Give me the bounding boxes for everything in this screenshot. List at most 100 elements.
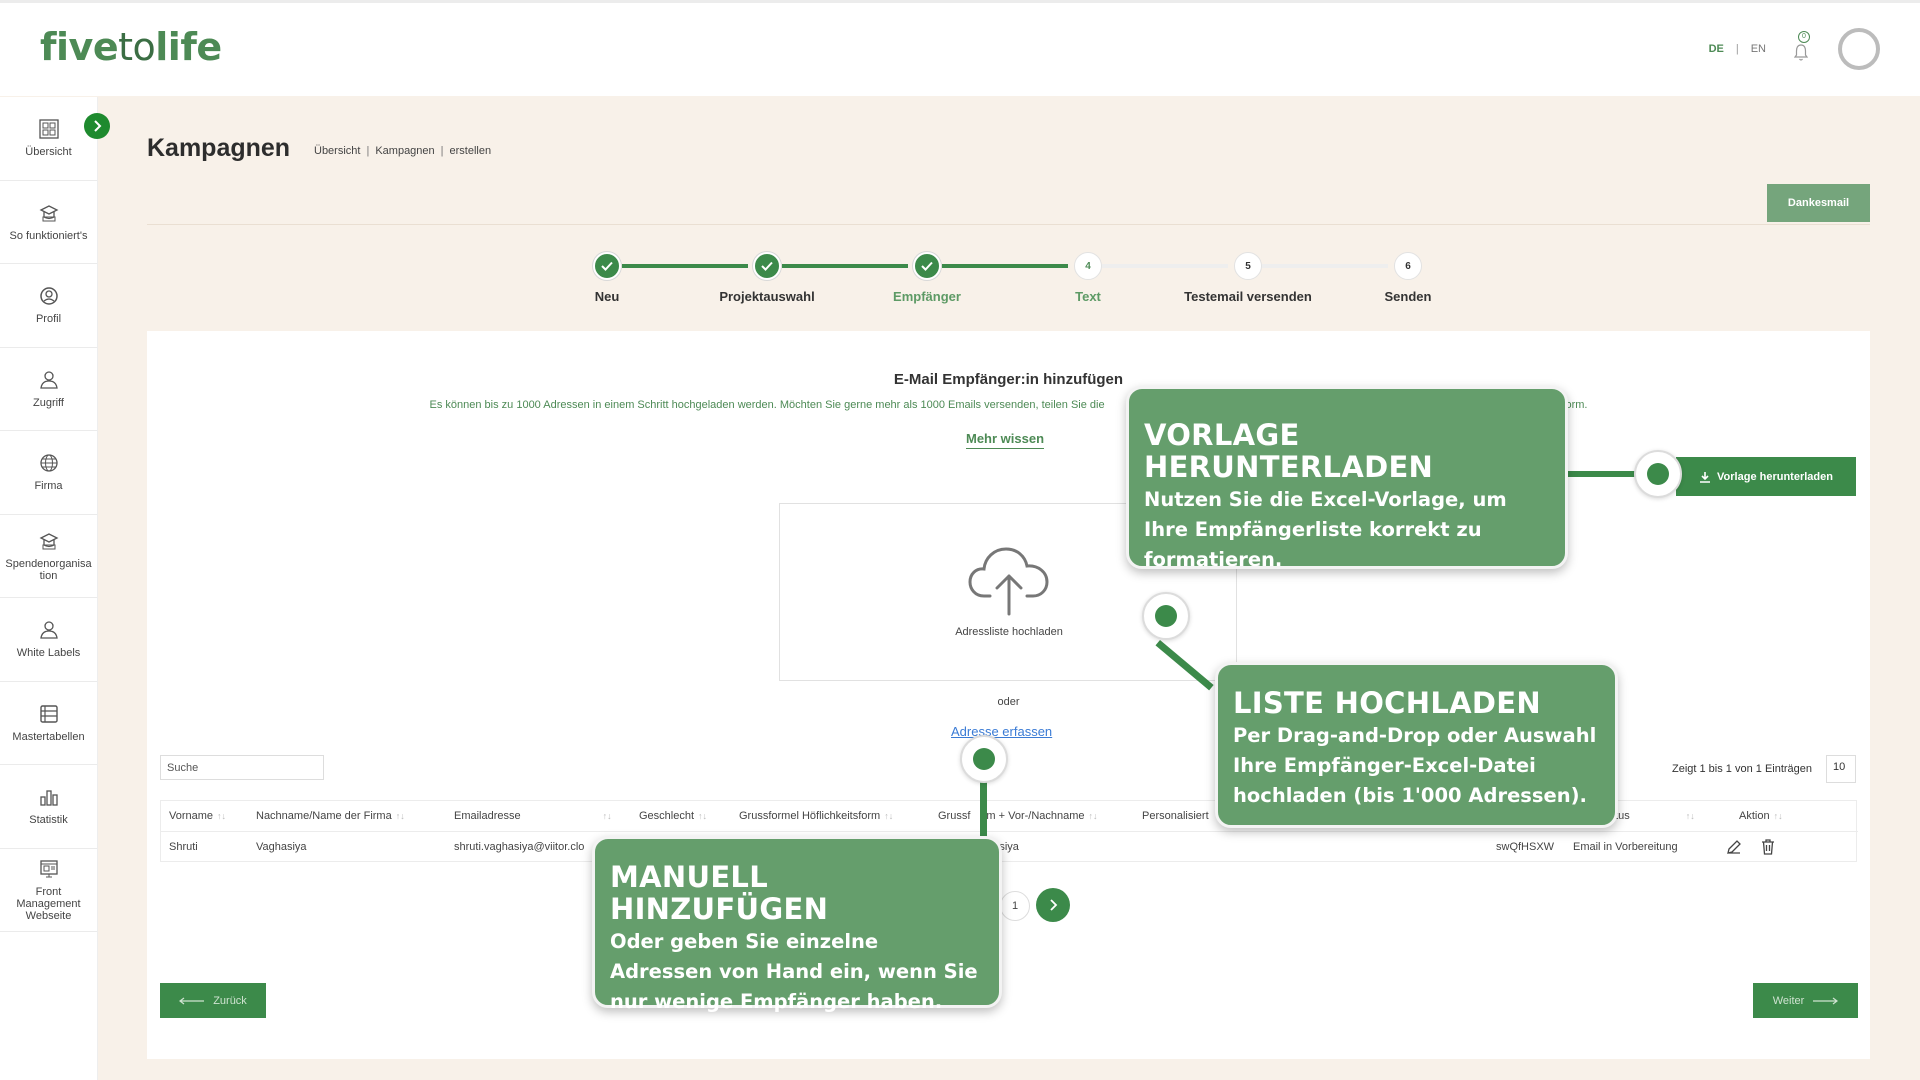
col-geschlecht[interactable]: Geschlecht↑↓ <box>639 810 708 822</box>
arrow-left-icon <box>179 997 205 1004</box>
sidebar-item-spendenorganisation[interactable]: Spendenorganisation <box>0 515 97 598</box>
dankesmail-button[interactable]: Dankesmail <box>1767 184 1870 222</box>
callout-marker-manuell <box>960 735 1008 783</box>
table-icon <box>39 705 58 723</box>
step-1-done[interactable] <box>593 252 621 280</box>
language-en[interactable]: EN <box>1750 43 1766 55</box>
cell-status: Email in Vorbereitung <box>1573 841 1678 853</box>
fivetolife-logo[interactable]: fivetolife <box>40 25 222 69</box>
table-header-row: Vorname↑↓ Nachname/Name der Firma↑↓ Emai… <box>161 801 1858 832</box>
globe-icon <box>39 454 58 472</box>
sidebar-item-label: Firma <box>34 480 63 493</box>
callout-body: Nutzen Sie die Excel-Vorlage, um Ihre Em… <box>1144 488 1507 571</box>
breadcrumb-kampagnen[interactable]: Kampagnen <box>375 145 435 157</box>
step-2-done[interactable] <box>753 252 781 280</box>
step-connector <box>622 264 748 268</box>
pagination-page-1[interactable]: 1 <box>1000 891 1030 921</box>
callout-manuell-hinzufuegen: MANUELL HINZUFÜGEN Oder geben Sie einzel… <box>592 836 1002 1013</box>
notifications-button[interactable]: 0 <box>1792 31 1812 61</box>
sidebar-item-profil[interactable]: Profil <box>0 264 97 348</box>
step-label-text: Text <box>1075 289 1101 304</box>
language-de[interactable]: DE <box>1708 43 1724 55</box>
divider <box>147 224 1870 225</box>
step-6[interactable]: 6 <box>1394 252 1422 280</box>
trash-icon[interactable] <box>1761 839 1775 855</box>
sidebar-item-label: Mastertabellen <box>12 730 85 743</box>
table-row: Shruti Vaghasiya shruti.vaghasiya@viitor… <box>161 832 1858 863</box>
step-connector <box>942 264 1068 268</box>
col-grussformel[interactable]: Grussformel Höflichkeitsform↑↓ <box>739 810 894 822</box>
grid-icon <box>38 119 59 139</box>
cell-vorname: Shruti <box>169 841 198 853</box>
arrow-right-icon <box>1813 997 1839 1004</box>
recipients-table: Vorname↑↓ Nachname/Name der Firma↑↓ Emai… <box>160 800 1858 863</box>
sidebar-item-label: So funktioniert's <box>9 229 88 242</box>
sidebar-item-firma[interactable]: Firma <box>0 431 97 515</box>
sidebar-item-mastertabellen[interactable]: Mastertabellen <box>0 682 97 765</box>
step-label-neu: Neu <box>594 289 620 304</box>
user-avatar[interactable] <box>1838 28 1880 70</box>
breadcrumb-uebersicht[interactable]: Übersicht <box>314 145 361 157</box>
edit-icon[interactable] <box>1726 839 1742 855</box>
page-title: Kampagnen <box>147 134 291 162</box>
sidebar-item-label: Profil <box>35 313 62 326</box>
step-label-projektauswahl: Projektauswahl <box>719 289 815 304</box>
callout-connector <box>980 778 987 842</box>
sidebar-item-statistik[interactable]: Statistik <box>0 765 97 849</box>
step-4[interactable]: 4 <box>1074 252 1102 280</box>
cell-email: shruti.vaghasiya@viitor.clo <box>454 841 585 853</box>
vorlage-herunterladen-button[interactable]: Vorlage herunterladen <box>1676 457 1856 496</box>
sidebar-item-white-labels[interactable]: White Labels <box>0 598 97 682</box>
step-3-done[interactable] <box>913 252 941 280</box>
col-nachname[interactable]: Nachname/Name der Firma↑↓ <box>256 810 405 822</box>
card-title: E-Mail Empfänger:in hinzufügen <box>893 371 1124 388</box>
callout-title: VORLAGE HERUNTERLADEN <box>1144 418 1434 484</box>
check-icon <box>761 261 773 271</box>
sidebar-item-front-management[interactable]: Front Management Webseite <box>0 849 97 932</box>
callout-vorlage-herunterladen: VORLAGE HERUNTERLADEN Nutzen Sie die Exc… <box>1126 386 1568 571</box>
col-status[interactable]: atus↑↓ <box>1609 810 1695 822</box>
sidebar-item-so-funktionierts[interactable]: So funktioniert's <box>0 181 97 264</box>
weiter-button[interactable]: Weiter <box>1753 983 1858 1018</box>
zurueck-label: Zurück <box>213 994 247 1007</box>
page-size-select[interactable]: 10 <box>1826 755 1856 783</box>
top-header: fivetolife DE | EN 0 <box>0 0 1920 96</box>
sidebar-item-zugriff[interactable]: Zugriff <box>0 348 97 431</box>
callout-marker-liste <box>1142 592 1190 640</box>
user-access-icon <box>39 371 58 389</box>
sidebar-item-label: White Labels <box>16 647 81 660</box>
step-5[interactable]: 5 <box>1234 252 1262 280</box>
mehr-wissen-link[interactable]: Mehr wissen <box>966 431 1045 449</box>
col-email[interactable]: Emailadresse↑↓ <box>454 810 612 822</box>
download-icon <box>1700 471 1711 483</box>
progress-stepper: 4 5 6 Neu Projektauswahl Empfänger Text … <box>0 248 1920 308</box>
oder-text: oder <box>997 696 1020 708</box>
zurueck-button[interactable]: Zurück <box>160 983 266 1018</box>
header-controls: DE | EN 0 <box>1709 23 1880 75</box>
graduation-cap-icon <box>39 205 58 222</box>
col-aktion: Aktion↑↓ <box>1739 810 1783 822</box>
search-input[interactable] <box>160 755 324 780</box>
sidebar-toggle-button[interactable] <box>84 113 110 139</box>
step-connector <box>1262 264 1388 268</box>
bar-chart-icon <box>39 790 58 806</box>
col-personalisiert[interactable]: Personalisiert <box>1142 810 1209 822</box>
callout-title: MANUELL HINZUFÜGEN <box>610 860 829 926</box>
step-label-empfaenger: Empfänger <box>893 289 961 304</box>
chevron-right-icon <box>1050 899 1058 911</box>
col-vorname[interactable]: Vorname↑↓ <box>169 810 227 822</box>
adresse-erfassen-link[interactable]: Adresse erfassen <box>951 724 1053 739</box>
upload-label: Adressliste hochladen <box>955 626 1063 638</box>
cell-nachname: Vaghasiya <box>256 841 307 853</box>
bell-icon <box>1794 44 1808 61</box>
callout-connector <box>1565 471 1635 477</box>
pagination-next-button[interactable] <box>1036 888 1070 922</box>
card-subtitle: Es können bis zu 1000 Adressen in einem … <box>147 399 1870 411</box>
graduation-cap-icon <box>39 533 58 550</box>
sidebar-item-label: Front Management Webseite <box>16 885 81 922</box>
weiter-label: Weiter <box>1772 994 1805 1007</box>
vorlage-button-label: Vorlage herunterladen <box>1717 470 1833 483</box>
step-label-senden: Senden <box>1384 289 1432 304</box>
sidebar-item-uebersicht[interactable]: Übersicht <box>0 97 97 181</box>
